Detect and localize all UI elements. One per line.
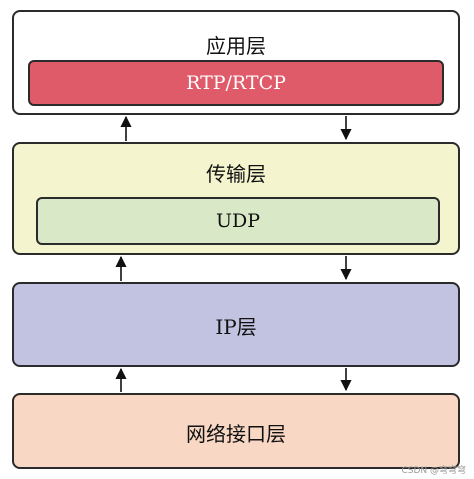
network-layer-label: IP层 <box>215 315 257 339</box>
udp-box: UDP <box>36 197 440 245</box>
rtp-rtcp-box: RTP/RTCP <box>28 60 444 106</box>
transport-layer-label: 传输层 <box>206 162 266 186</box>
watermark: CSDN @穹穹穹 <box>401 466 466 476</box>
link-layer-label: 网络接口层 <box>186 422 286 446</box>
network-layer: IP层 <box>12 282 460 367</box>
link-layer: 网络接口层 <box>12 393 460 469</box>
application-layer: 应用层 RTP/RTCP <box>12 10 460 115</box>
transport-layer: 传输层 UDP <box>12 142 460 255</box>
application-layer-label: 应用层 <box>206 34 266 58</box>
